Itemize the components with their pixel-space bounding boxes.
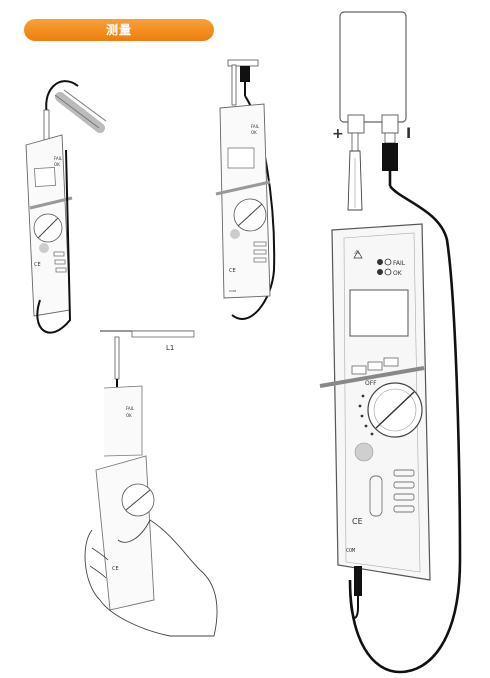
plus-terminal-label: + bbox=[332, 126, 344, 142]
meter-large-fail-label: FAIL bbox=[393, 260, 406, 267]
meter-large-com-label: COM bbox=[346, 548, 355, 554]
meter-1-ce-label: CE bbox=[34, 262, 41, 268]
meter-large-buttons bbox=[351, 357, 399, 375]
section-header: 测量 bbox=[24, 19, 214, 41]
plug-icon bbox=[382, 143, 398, 171]
hand-icon bbox=[84, 519, 218, 637]
meter-1: CE FAIL OK bbox=[25, 80, 107, 334]
line-label: L1 bbox=[166, 344, 174, 352]
meter-3-ce-label: CE bbox=[112, 566, 119, 572]
meter-1-fail-label: FAIL bbox=[54, 156, 63, 161]
meter-2: FAIL OK CE COM bbox=[215, 59, 276, 320]
meter-2-com-label: COM bbox=[229, 289, 236, 293]
meter-large-ok-label: OK bbox=[393, 270, 403, 277]
meter-3-fail-label: FAIL bbox=[126, 406, 135, 411]
section-title: 测量 bbox=[105, 23, 132, 37]
hazard-icon bbox=[353, 250, 363, 259]
meter-large: + I ⚠ FAIL OK bbox=[319, 11, 462, 674]
meter-2-ok-label: OK bbox=[251, 130, 257, 135]
meter-large-off-label: OFF bbox=[365, 380, 377, 387]
meter-1-ok-label: OK bbox=[54, 162, 60, 167]
outlet-box bbox=[339, 11, 407, 123]
meter-2-fail-label: FAIL bbox=[251, 124, 260, 129]
meter-3: L1 FAIL OK CE bbox=[84, 330, 218, 637]
meter-3-ok-label: OK bbox=[126, 413, 132, 418]
minus-terminal-label: I bbox=[406, 126, 411, 142]
meter-2-ce-label: CE bbox=[229, 268, 236, 274]
meter-large-display bbox=[349, 289, 409, 337]
meter-large-ce-label: CE bbox=[352, 517, 363, 526]
